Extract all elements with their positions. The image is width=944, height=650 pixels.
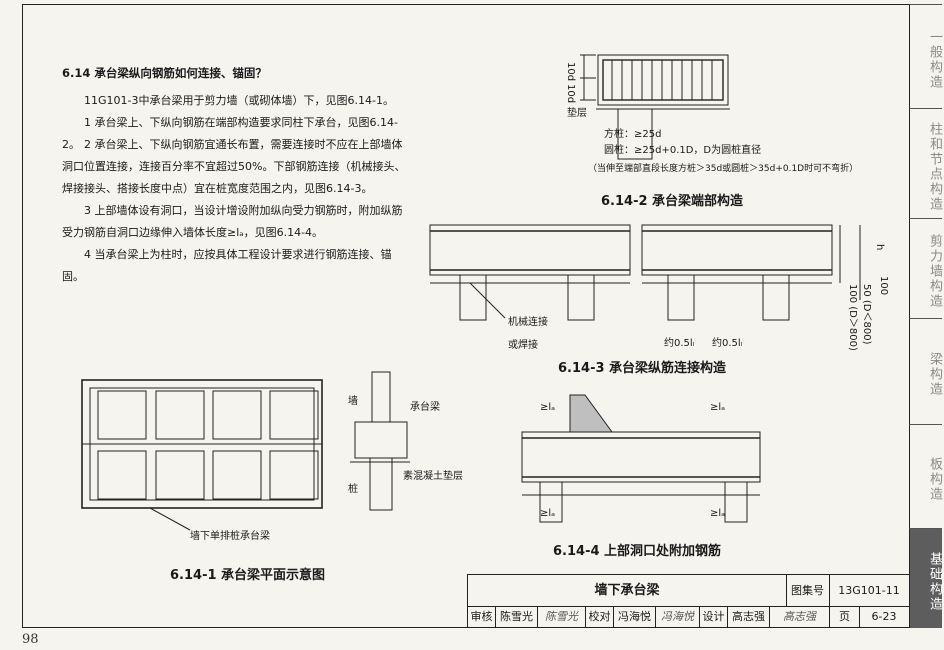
fig2-cushion-label: 垫层 <box>567 108 587 119</box>
checker-signature: 冯海悦 <box>656 606 700 627</box>
fig2-bend-note: （当伸至端部直段长度方桩＞35d或圆桩＞35d+0.1D时可不弯折） <box>588 164 859 174</box>
fig1-cushion-label: 素混凝土垫层 <box>403 471 463 482</box>
review-label: 审核 <box>468 606 496 627</box>
fig3-dim-d-large: 100 (D＞800) <box>847 284 858 351</box>
fig1-pile-label: 桩 <box>348 484 358 495</box>
paragraph-1: 1 承台梁上、下纵向钢筋在端部构造要求同柱下承台，见图6.14-2。 <box>62 116 398 151</box>
fig2-round-pile-note: 圆桩：≥25d+0.1D，D为圆桩直径 <box>604 145 762 156</box>
fig2-dim-10d-top: 10d <box>565 62 576 82</box>
checker-name: 冯海悦 <box>614 606 656 627</box>
page-number: 98 <box>22 632 39 647</box>
tab-beam[interactable]: 梁构造 <box>909 318 942 424</box>
fig2-beam <box>580 54 730 160</box>
fig3-mech-label: 机械连接 <box>508 317 548 328</box>
paragraph-3: 3 上部墙体设有洞口，当设计增设附加纵向受力钢筋时，附加纵筋受力钢筋自洞口边缘伸… <box>62 204 403 239</box>
title-block-top-row: 墙下承台梁 图集号 13G101-11 <box>468 575 909 607</box>
fig1-section <box>350 371 410 511</box>
fig4-la-top-right: ≥lₐ <box>710 402 726 413</box>
fig4-la-bottom-left: ≥lₐ <box>540 508 556 519</box>
fig3-100-label: 100 <box>878 276 889 296</box>
atlas-number: 13G101-11 <box>838 584 900 597</box>
title-block: 墙下承台梁 图集号 13G101-11 审核 陈雪光 陈雪光 校对 冯海悦 冯海… <box>467 574 910 628</box>
designer-signature: 高志强 <box>770 606 830 627</box>
fig3-weld-label: 或焊接 <box>508 340 538 351</box>
paragraph-4: 4 当承台梁上为柱时，应按具体工程设计要求进行钢筋连接、锚固。 <box>62 248 392 283</box>
page-label: 页 <box>830 606 860 627</box>
fig3-lap-left: 约0.5lₗ <box>664 338 695 349</box>
fig2-square-pile-note: 方桩：≥25d <box>604 129 662 140</box>
fig2-dim-10d-bottom: 10d <box>565 84 576 104</box>
tab-shear-wall[interactable]: 剪力墙构造 <box>909 218 942 318</box>
reviewer-signature: 陈雪光 <box>538 606 586 627</box>
fig1-beam-section-label: 承台梁 <box>410 402 440 413</box>
designer-name: 高志强 <box>728 606 770 627</box>
reviewer-name: 陈雪光 <box>496 606 538 627</box>
fig3-caption: 6.14-3 承台梁纵筋连接构造 <box>558 361 727 376</box>
section-heading: 6.14 承台梁纵向钢筋如何连接、锚固？ <box>62 66 267 80</box>
fig1-caption: 6.14-1 承台梁平面示意图 <box>170 568 326 583</box>
fig2-caption: 6.14-2 承台梁端部构造 <box>601 194 744 209</box>
atlas-label: 图集号 <box>786 575 830 606</box>
fig3-beams <box>429 224 861 321</box>
fig3-lap-right: 约0.5lₗ <box>712 338 743 349</box>
paragraph-intro: 11G101-3中承台梁用于剪力墙（或砌体墙）下，见图6.14-1。 <box>84 94 394 107</box>
fig4-la-bottom-right: ≥lₐ <box>710 508 726 519</box>
tab-general[interactable]: 一般构造 <box>909 4 942 108</box>
fig3-h-label: h <box>874 244 885 251</box>
fig3-dim-d-small: 50 (D＜800) <box>861 284 872 345</box>
fig4-beam <box>521 394 761 523</box>
tab-column-joint[interactable]: 柱和节点构造 <box>909 108 942 218</box>
fig1-wall-label: 墙 <box>348 396 358 407</box>
page-code: 6-23 <box>871 610 897 623</box>
fig1-plan <box>81 379 323 531</box>
paragraph-2: 2 承台梁上、下纵向钢筋宜通长布置，需要连接时不应在上部墙体洞口位置连接，连接百… <box>62 138 406 195</box>
drawing-title: 墙下承台梁 <box>468 575 787 606</box>
fig4-la-top-left: ≥lₐ <box>540 402 556 413</box>
fig1-beam-label: 墙下单排桩承台梁 <box>190 531 270 542</box>
tab-slab[interactable]: 板构造 <box>909 424 942 528</box>
fig4-caption: 6.14-4 上部洞口处附加钢筋 <box>553 544 722 559</box>
check-label: 校对 <box>586 606 614 627</box>
design-label: 设计 <box>700 606 728 627</box>
chapter-tabs: 一般构造 柱和节点构造 剪力墙构造 梁构造 板构造 基础构造 <box>909 4 944 628</box>
